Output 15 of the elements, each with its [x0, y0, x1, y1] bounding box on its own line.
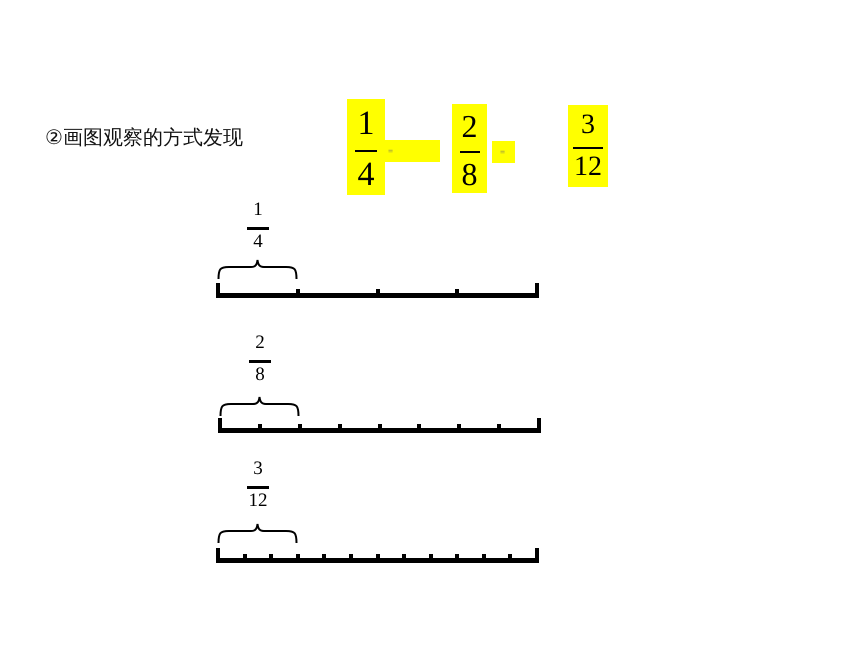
denominator: 12: [573, 153, 603, 181]
denominator: 8: [254, 365, 266, 384]
equals-sign: =: [385, 140, 440, 162]
equals-sign: =: [492, 141, 515, 163]
denominator: 12: [248, 491, 268, 510]
denominator: 8: [460, 158, 478, 190]
numerator: 3: [580, 111, 596, 139]
numerator: 3: [252, 459, 264, 478]
numerator: 1: [356, 107, 376, 141]
denominator: 4: [252, 232, 264, 251]
heading: ②画图观察的方式发现: [45, 124, 243, 151]
numerator: 2: [460, 110, 478, 142]
numerator: 2: [254, 333, 266, 352]
numerator: 1: [252, 200, 264, 219]
denominator: 4: [356, 158, 376, 192]
